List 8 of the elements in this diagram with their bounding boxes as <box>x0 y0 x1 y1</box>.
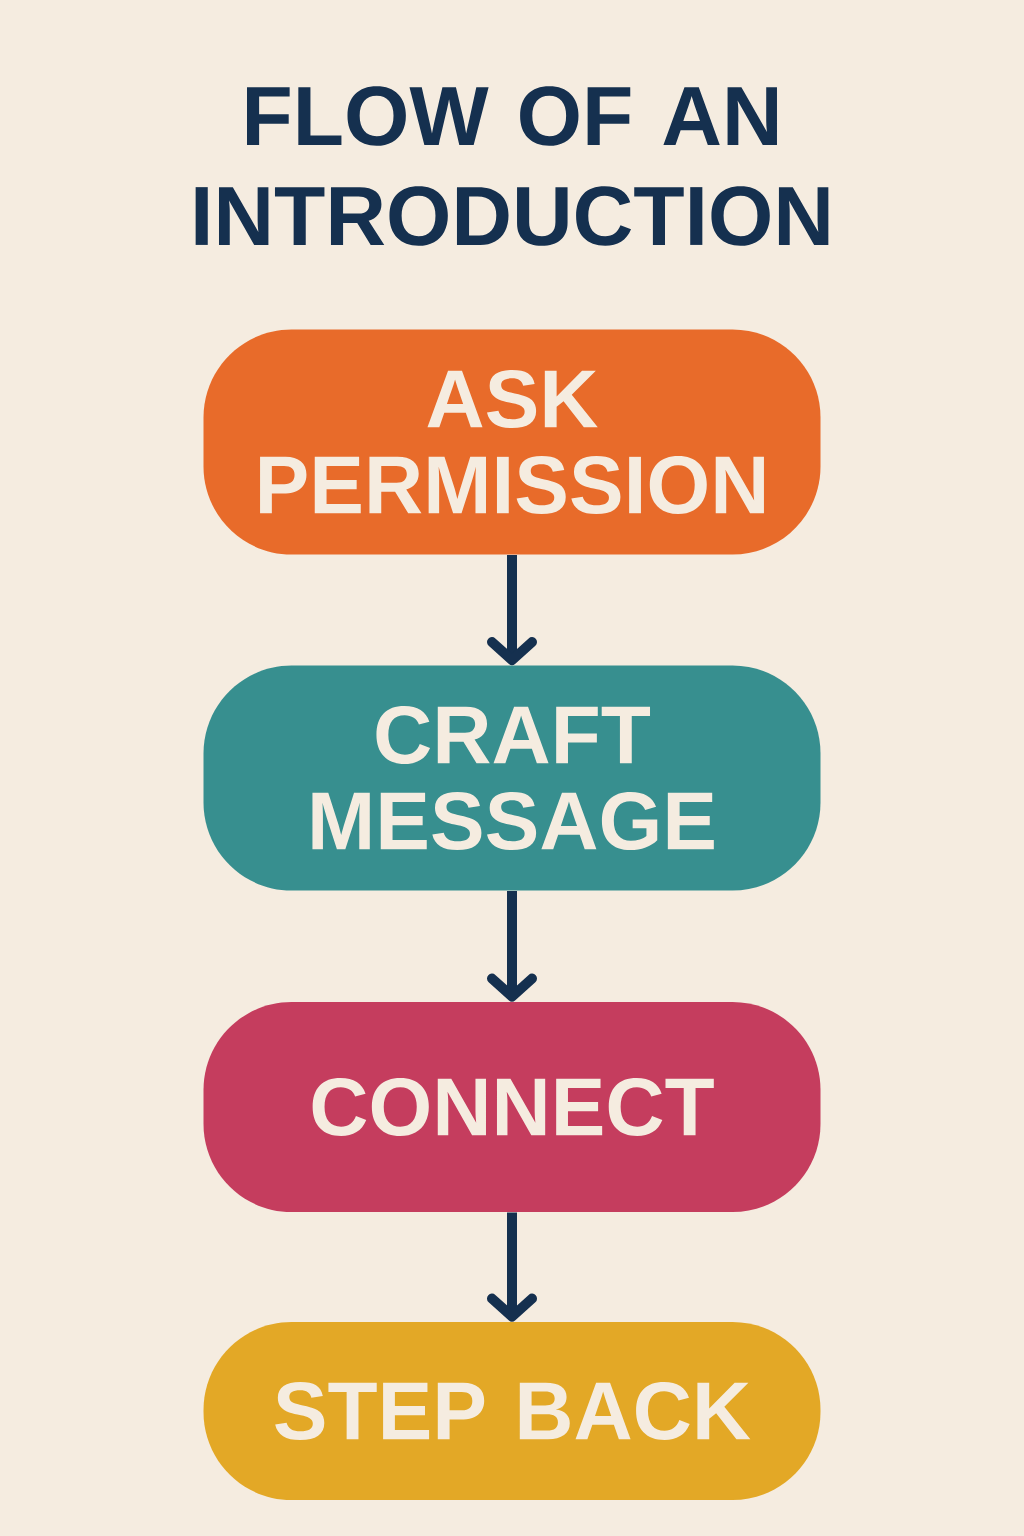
arrow <box>487 890 537 1002</box>
arrow <box>487 554 537 666</box>
process-box: CONNECT <box>203 1002 821 1212</box>
arrow <box>487 1212 537 1322</box>
process-box: ASK PERMISSION <box>203 329 821 555</box>
process-box: STEP BACK <box>203 1322 821 1500</box>
process-box: CRAFT MESSAGE <box>203 665 821 891</box>
title: FLOW OF AN INTRODUCTION <box>195 86 829 246</box>
